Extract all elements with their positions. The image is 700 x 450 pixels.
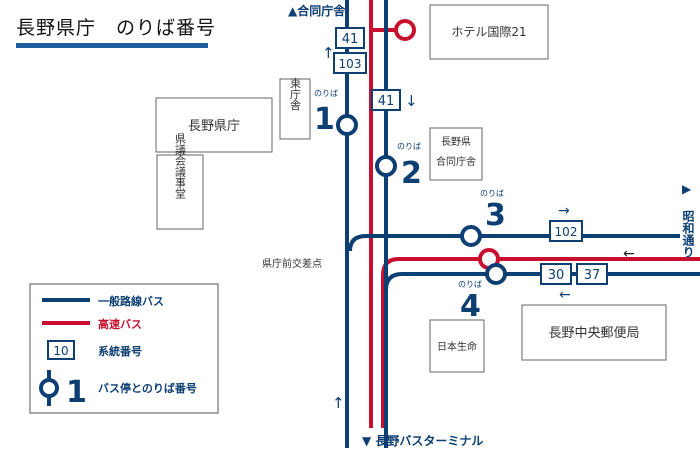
stop-number: 3 [485,198,506,233]
legend-route-number: 系統番号 [98,344,142,358]
stop-label: のりば [480,189,504,198]
bus-stop-1: のりば 1 [314,89,358,137]
route-number: 103 [339,57,362,71]
page-title: 長野県庁 のりば番号 [16,17,217,39]
express-bus-routes [369,0,700,428]
bus-stop-2: のりば 2 [375,142,422,191]
building-higashi-chosha: 東庁舎 [279,77,311,140]
building-label-higashi-chosha: 東庁舎 [289,77,302,111]
building-hotel: ホテル国際21 [429,4,549,60]
building-kengikai-gijido: 県議会議事堂 [156,133,204,230]
intersection-label: 県庁前交差点 [262,257,322,270]
building-label-nippon-seimei: 日本生命 [437,340,477,353]
stop-number: 4 [460,289,481,324]
route-box-north-103: 103 [333,52,367,74]
building-nagano-kencho: 長野県庁 [155,97,273,153]
route-box-east-102: 102 [549,220,583,242]
building-label-post-office: 長野中央郵便局 [548,326,639,341]
arrow-down-icon: ↓ [405,92,418,110]
bus-stop-3: のりば 3 [460,189,506,247]
destination-godo-chosha: ▲合同庁舎 [288,3,346,18]
route-box-south-41: 41 [371,89,401,111]
stop-number: 1 [314,102,335,137]
route-number: 30 [548,268,565,283]
bus-stop-4: のりば 4 [458,263,507,324]
building-label-godo-chosha-1: 長野県 [441,136,471,148]
arrow-right-icon: → [558,203,570,219]
stop-label: のりば [314,89,338,98]
stop-label: のりば [458,280,482,289]
legend: 一般路線バス 高速バス 10 系統番号 1 バス停とのりば番号 [29,283,219,414]
local-bus-routes [345,0,700,448]
route-number: 37 [584,268,601,283]
legend-stop-sample: 1 [66,375,87,410]
destination-bus-terminal: ▼ 長野バスターミナル [362,433,483,448]
route-box-west-37: 37 [576,263,608,285]
building-nagano-godo-chosha: 長野県 合同庁舎 [429,127,483,181]
legend-stop-number: バス停とのりば番号 [98,381,197,395]
route-number: 41 [378,94,395,109]
legend-local-bus: 一般路線バス [98,294,164,308]
arrow-up-icon: ↑ [332,394,345,412]
building-label-nagano-kencho: 長野県庁 [188,119,240,134]
arrow-left-icon: ← [623,246,635,262]
arrow-up-icon: ↑ [322,44,335,62]
arrow-left-icon: ← [559,287,571,303]
building-label-hotel: ホテル国際21 [451,25,526,39]
route-number: 41 [342,32,359,47]
route-number: 102 [555,225,578,239]
bus-stop-hotel-express [394,19,416,41]
legend-express-bus: 高速バス [98,317,142,331]
destination-showa-dori: 昭和通り [681,210,695,258]
route-box-west-30: 30 [540,263,572,285]
legend-route-sample: 10 [53,344,68,358]
building-label-godo-chosha-2: 合同庁舎 [436,155,476,168]
title-underline [16,43,208,48]
stop-label: のりば [397,142,421,151]
stop-number: 2 [401,156,422,191]
building-label-kengikai: 県議会議事堂 [174,133,187,199]
building-nippon-seimei: 日本生命 [429,319,485,373]
route-box-north-41: 41 [335,27,365,49]
destination-showa-arrow-icon: ▶ [682,182,692,196]
building-post-office: 長野中央郵便局 [521,304,667,361]
